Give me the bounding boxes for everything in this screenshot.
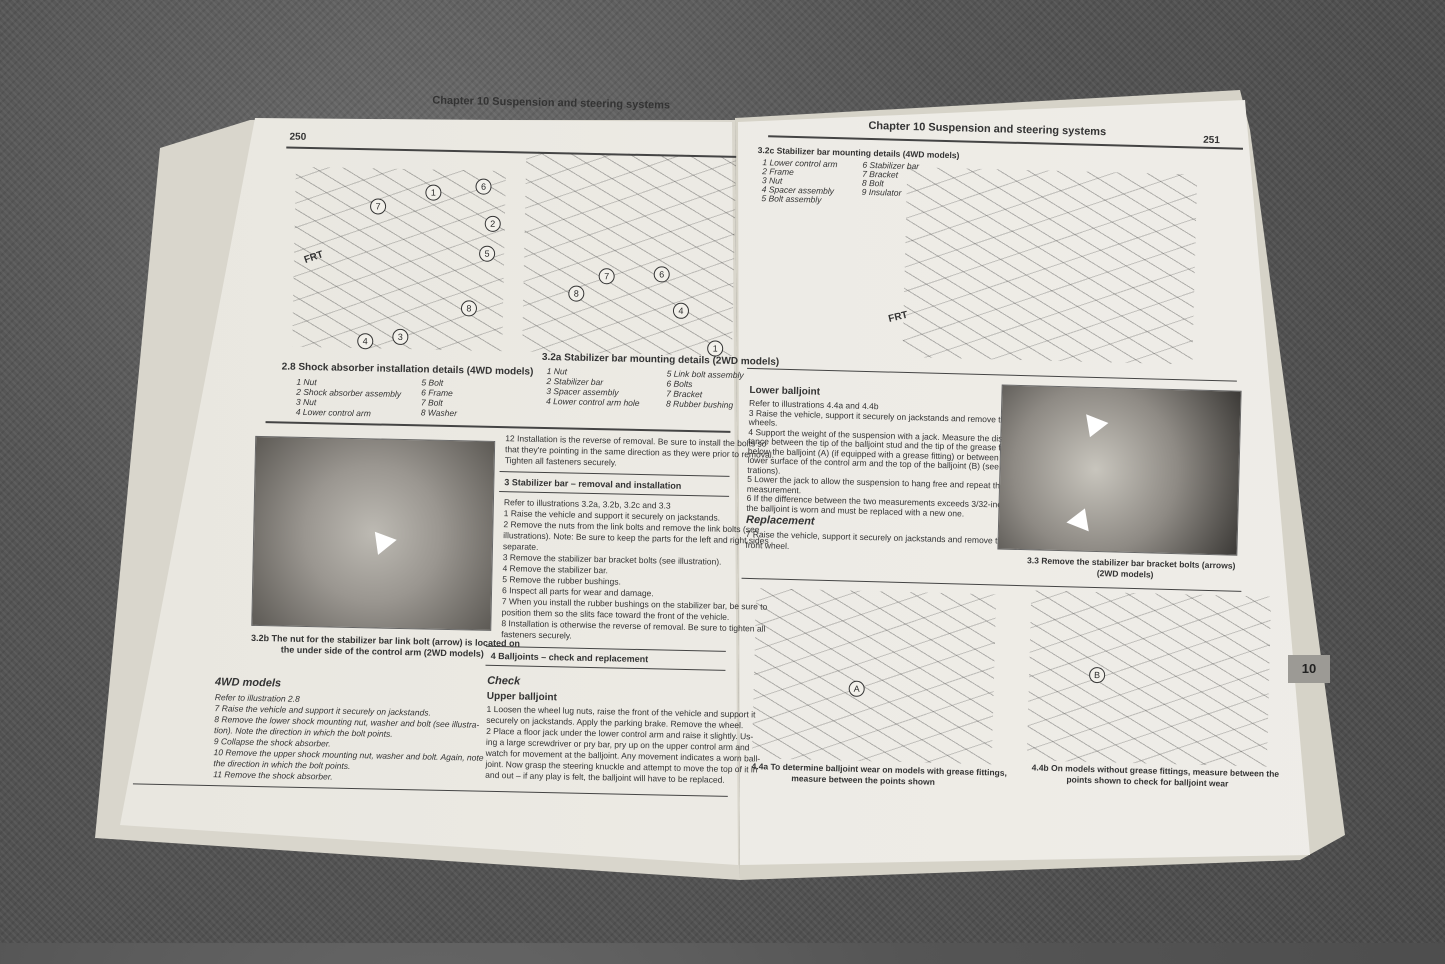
text-line: 3 Raise the vehicle, support it securely…	[748, 407, 1011, 425]
measurement-label-b: B	[1088, 666, 1106, 684]
fig-4-4a-caption: measure between the points shown	[791, 773, 936, 787]
replacement-heading: Replacement	[745, 513, 815, 528]
fig-3-3-photo	[997, 384, 1242, 556]
measurement-label-a: A	[848, 680, 865, 698]
legend-item: 9 Insulator	[861, 186, 902, 198]
running-header: Chapter 10 Suspension and steering syste…	[868, 119, 1107, 139]
lower-balljoint-heading: Lower balljoint	[749, 384, 821, 398]
fig-4-4a-diagram: A	[751, 588, 997, 765]
legend-item: 5 Bolt assembly	[761, 193, 822, 205]
stabilizer-bar-4wd-diagram	[902, 166, 1198, 365]
fig-4-4b-diagram: B	[1026, 590, 1272, 767]
arrow-icon	[1078, 414, 1109, 442]
arrow-icon	[1066, 503, 1097, 532]
page-number: 251	[1203, 134, 1220, 147]
section-rule	[747, 367, 1237, 382]
chapter-thumb-tab: 10	[1288, 655, 1330, 683]
step-text: front wheel.	[745, 539, 790, 551]
fig-3-3-caption: (2WD models)	[1096, 568, 1154, 580]
